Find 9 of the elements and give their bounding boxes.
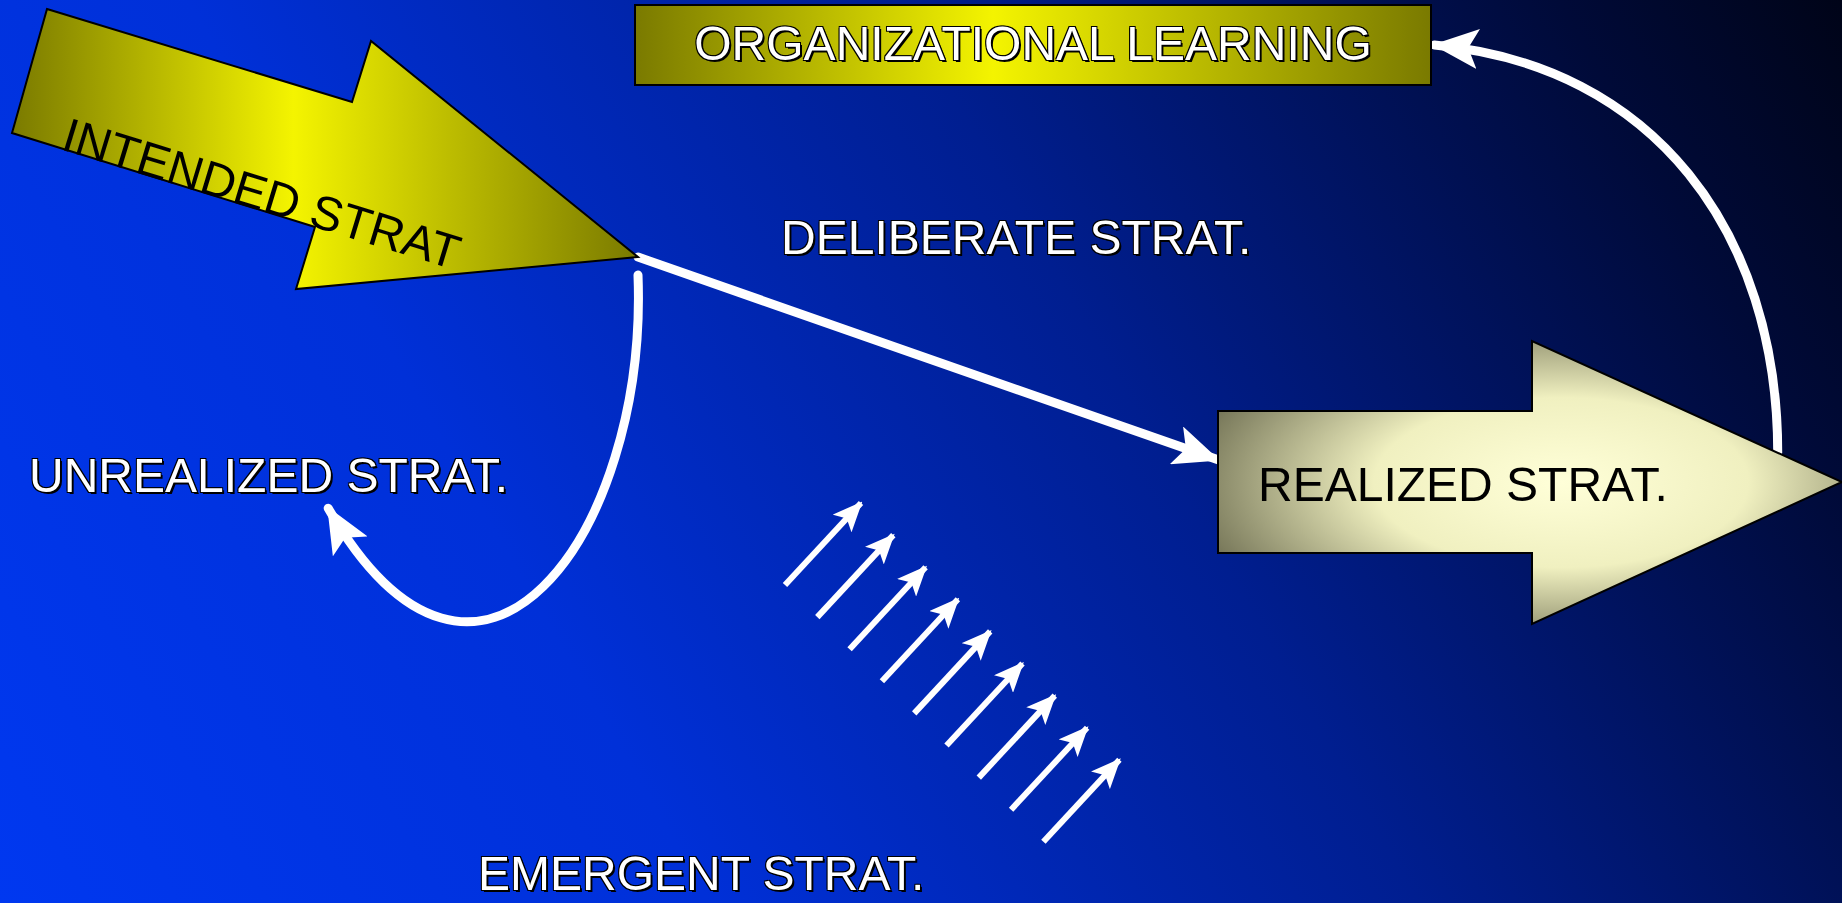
title-banner <box>634 4 1432 86</box>
edge-label: DELIBERATE STRAT. <box>781 212 1252 265</box>
arrow <box>323 270 643 626</box>
strategy-label: EMERGENT STRAT. <box>478 848 925 901</box>
intended-arrow <box>12 9 638 289</box>
strategy-label: REALIZED STRAT. <box>1258 459 1668 512</box>
realized-arrow <box>1218 341 1842 624</box>
strategy-label: UNREALIZED STRAT. <box>29 450 509 503</box>
strategy-label: ORGANIZATIONAL LEARNING <box>693 18 1373 71</box>
